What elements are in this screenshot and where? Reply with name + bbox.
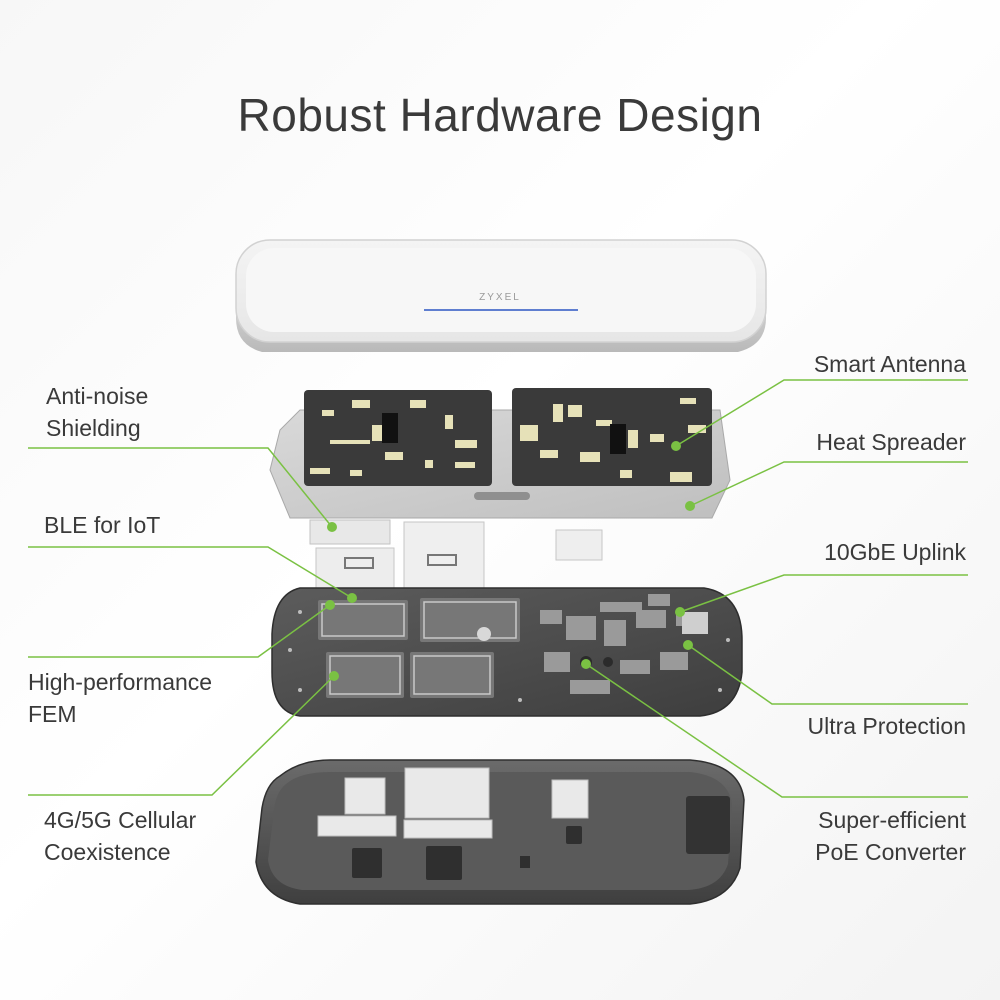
label-line: Anti-noise [46,383,149,409]
label-line: Super-efficient [818,807,966,833]
label-line: Shielding [46,415,141,441]
label-line: PoE Converter [815,839,966,865]
label-ble-for-iot: BLE for IoT [44,512,161,538]
bottom-housing [255,759,745,905]
label-line: Coexistence [44,839,171,865]
label-anti-noise-shielding: Anti-noise Shielding [46,380,148,444]
callout-markers [325,441,695,681]
label-ultra-protection: Ultra Protection [807,713,966,739]
label-cellular-coexistence: 4G/5G Cellular Coexistence [44,804,196,868]
label-high-performance-fem: High-performance FEM [28,666,212,730]
label-line: High-performance [28,669,213,695]
callout-lines [28,379,968,798]
label-heat-spreader: Heat Spreader [816,429,966,455]
label-smart-antenna: Smart Antenna [813,351,966,377]
label-line: FEM [28,701,77,727]
zyxel-logo: ZYXEL [479,292,521,303]
main-pcb-board [271,587,743,717]
page-title: Robust Hardware Design [237,89,763,141]
label-line: 4G/5G Cellular [44,807,197,833]
top-cover: ZYXEL [235,239,767,352]
label-10gbe-uplink: 10GbE Uplink [824,539,966,565]
label-poe-converter: Super-efficient PoE Converter [815,804,966,868]
heat-spreader-plate [269,388,731,595]
